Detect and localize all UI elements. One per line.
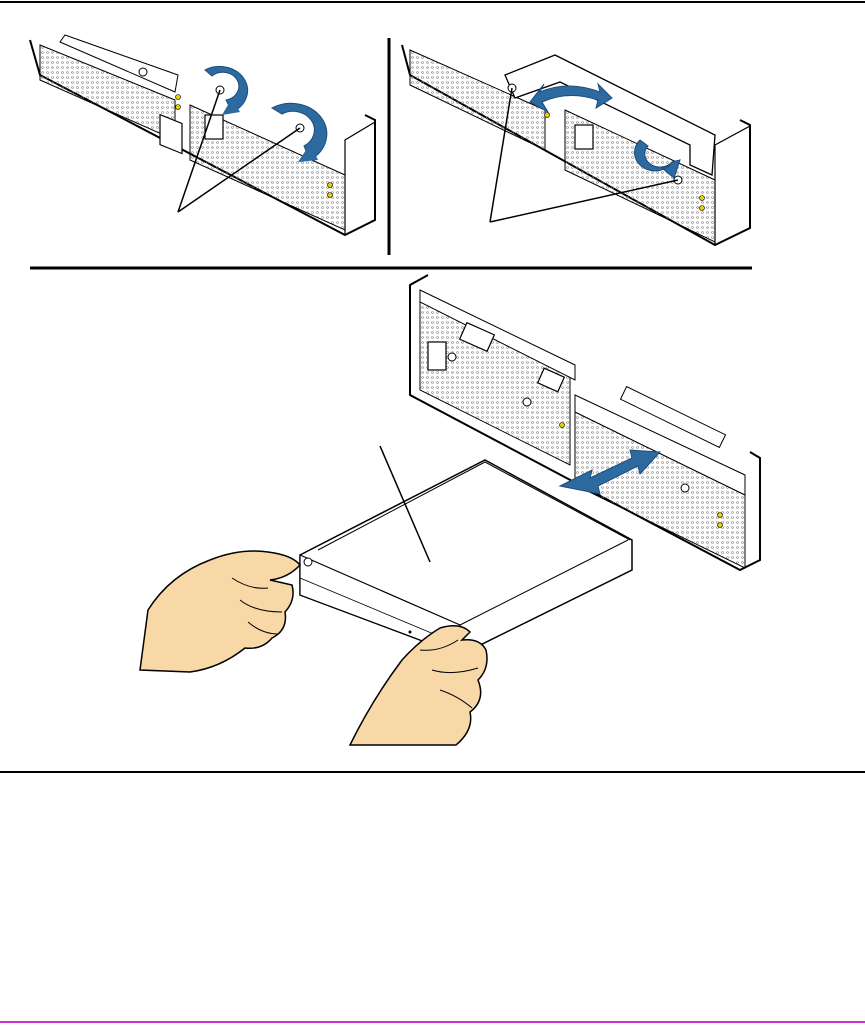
thumbscrew	[523, 398, 531, 406]
thumbscrew	[448, 353, 456, 361]
led	[176, 105, 181, 110]
led	[700, 206, 705, 211]
thumbscrew	[681, 484, 689, 492]
led	[560, 423, 565, 428]
hand-icon	[140, 551, 300, 672]
panel-slide-out-canister	[140, 275, 760, 745]
swing-arrow-icon	[530, 84, 612, 112]
hand-icon	[350, 626, 487, 745]
rotate-arrow-icon	[205, 66, 248, 115]
section-rule	[0, 771, 865, 773]
led	[328, 193, 333, 198]
led	[718, 513, 723, 518]
led	[328, 183, 333, 188]
footer-rule	[0, 1021, 865, 1023]
panel-release-thumbscrews	[30, 35, 375, 235]
led	[718, 523, 723, 528]
led	[700, 196, 705, 201]
thumbscrew	[139, 68, 147, 76]
panel-swing-handle	[402, 45, 750, 245]
led	[545, 113, 550, 118]
led	[176, 95, 181, 100]
connector	[160, 115, 182, 154]
power-supply-left	[410, 50, 545, 150]
